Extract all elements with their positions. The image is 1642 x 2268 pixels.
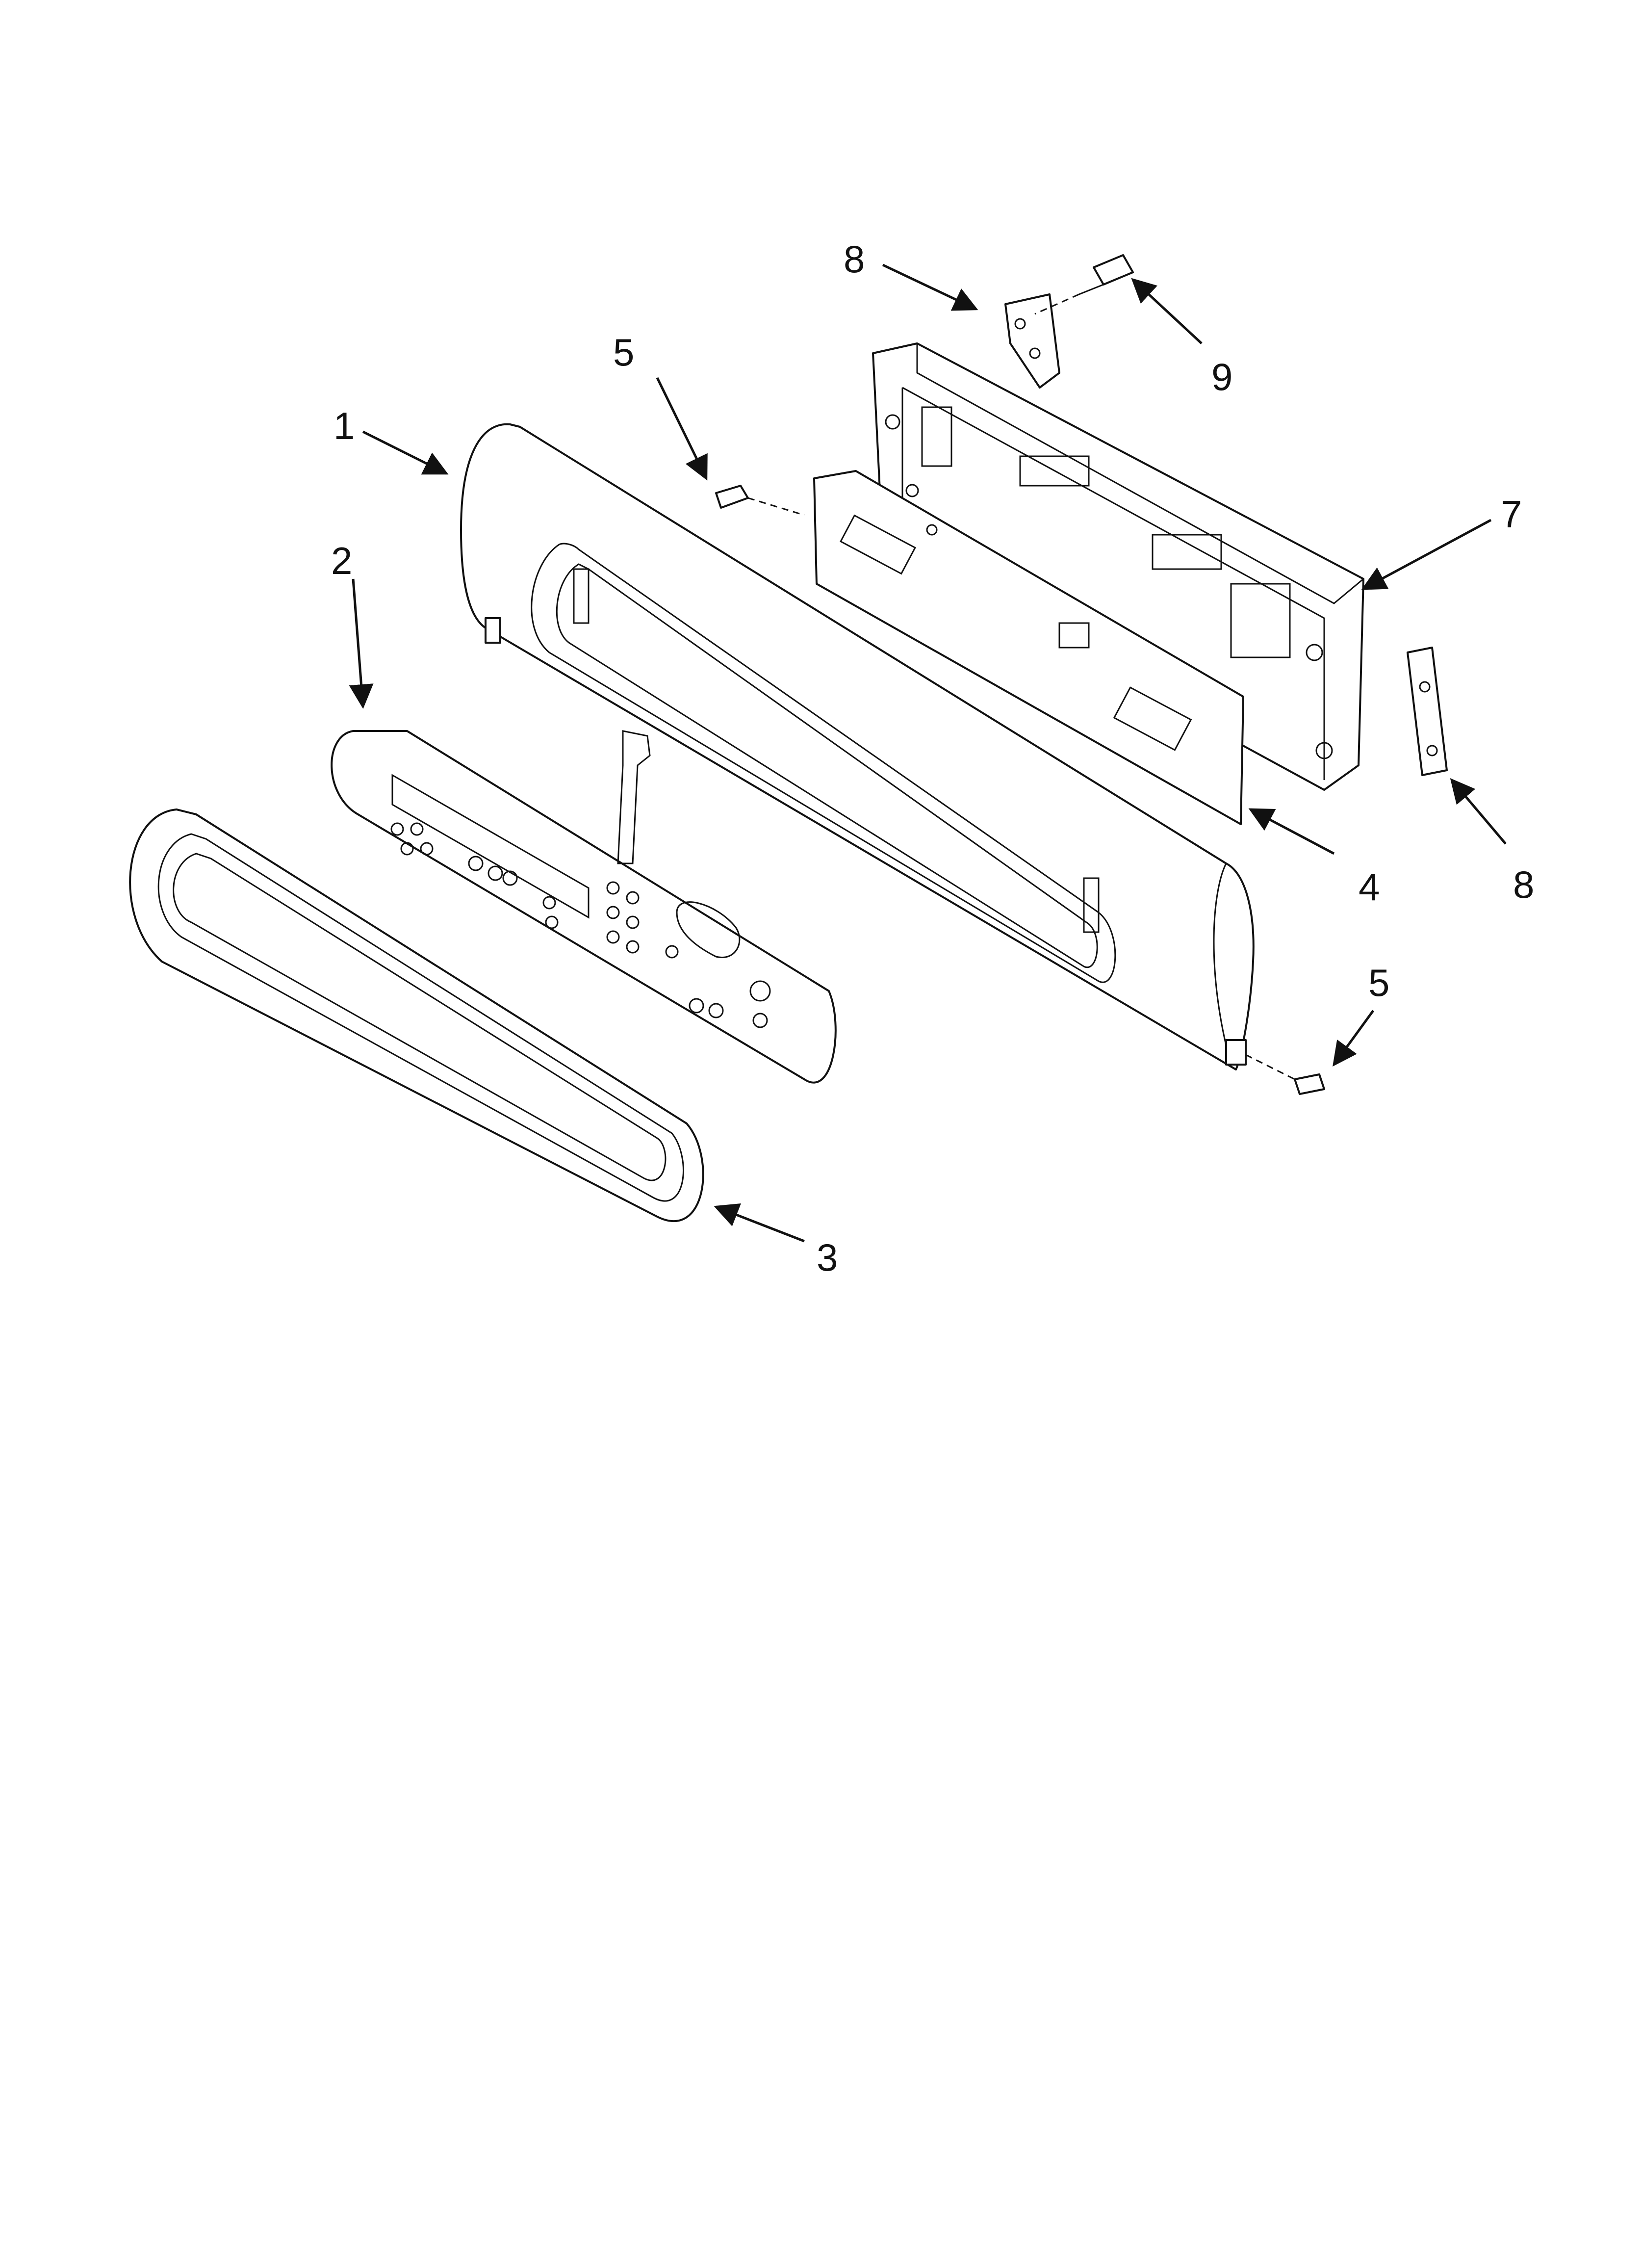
callout-2: 2: [331, 539, 352, 582]
callout-1: 1: [334, 404, 355, 447]
leader-arrow: [656, 377, 708, 481]
screw-part-9: [1078, 254, 1134, 295]
leader-arrow: [349, 578, 374, 709]
alignment-line: [1034, 293, 1079, 315]
control-panel-part-1: [460, 423, 1255, 1070]
bracket-part-8-top: [1004, 293, 1060, 389]
trim-bezel-part-3: [129, 808, 704, 1222]
screw-part-5-bottom: [1294, 1073, 1325, 1095]
alignment-line: [1245, 1054, 1295, 1080]
bracket-part-8-right: [1407, 647, 1448, 776]
callout-5: 5: [1368, 961, 1389, 1004]
alignment-line: [747, 497, 805, 516]
leader-arrow: [1450, 778, 1507, 845]
leader-arrow: [1361, 519, 1492, 590]
leader-arrow: [714, 1203, 805, 1243]
callout-9: 9: [1211, 355, 1232, 398]
control-housing-part-7: [872, 342, 1364, 791]
leader-arrow: [882, 263, 978, 311]
callout-7: 7: [1501, 493, 1522, 536]
leader-arrow: [1333, 1010, 1375, 1067]
keypad-overlay-part-2: [331, 730, 837, 1084]
leader-arrow: [1248, 808, 1335, 855]
callout-8: 8: [1513, 863, 1534, 906]
control-board-part-4: [813, 470, 1244, 825]
leader-arrow: [362, 430, 449, 475]
callout-3: 3: [817, 1236, 838, 1279]
callout-4: 4: [1359, 865, 1380, 909]
callout-5: 5: [613, 331, 634, 374]
callout-8: 8: [844, 237, 865, 281]
screw-part-5-top: [715, 485, 749, 509]
keypad-buttons: [390, 822, 771, 1028]
leader-arrow: [1131, 278, 1203, 344]
